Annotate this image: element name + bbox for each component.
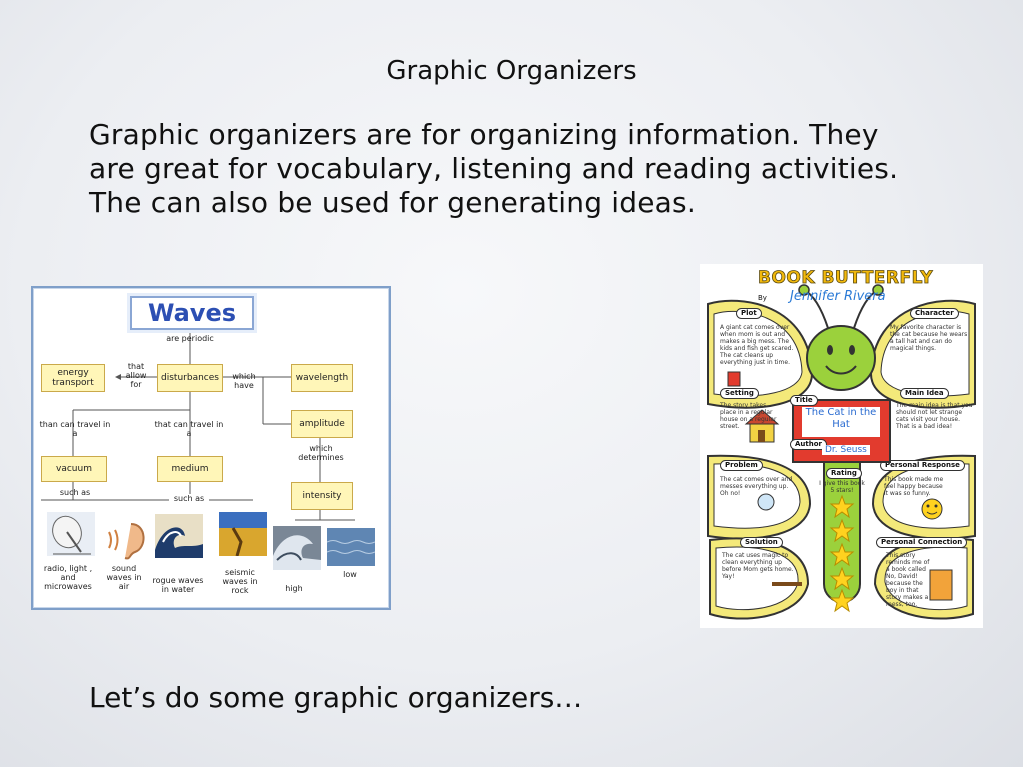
slide-title: Graphic Organizers bbox=[386, 56, 637, 86]
text-problem: The cat comes over and messes everything… bbox=[720, 476, 793, 497]
link-which-have: which have bbox=[232, 372, 256, 390]
book-author: Dr. Seuss bbox=[822, 445, 870, 455]
example-sound: sound waves in air bbox=[106, 564, 142, 591]
box-amplitude: amplitude bbox=[291, 410, 353, 438]
book-butterfly-image: BOOK BUTTERFLY By Jennifer Rivera Plot C… bbox=[700, 264, 983, 628]
label-plot: Plot bbox=[736, 308, 762, 319]
high-wave-thumbnail bbox=[273, 526, 321, 570]
link-which-determines: which determines bbox=[298, 444, 344, 462]
book-title: The Cat in the Hat bbox=[802, 407, 880, 437]
text-personal-connection: This story reminds me of a book called N… bbox=[886, 552, 930, 608]
text-setting: The story takes place in a regular house… bbox=[720, 402, 777, 430]
book-title-box: Title The Cat in the Hat Author Dr. Seus… bbox=[790, 395, 891, 463]
waves-concept-map-image: Waves are periodic energy transport dist… bbox=[31, 286, 391, 610]
box-medium: medium bbox=[157, 456, 223, 482]
slide-footer: Let’s do some graphic organizers… bbox=[89, 681, 583, 714]
link-that-allow-for: that allow for bbox=[125, 362, 147, 389]
text-main-idea: The main idea is that you should not let… bbox=[896, 402, 973, 430]
box-intensity: intensity bbox=[291, 482, 353, 510]
ear-thumbnail bbox=[103, 518, 151, 562]
label-problem: Problem bbox=[720, 460, 763, 471]
label-title: Title bbox=[790, 395, 818, 406]
example-low: low bbox=[343, 570, 357, 579]
text-rating: I give this book 5 stars! bbox=[819, 480, 865, 494]
label-main-idea: Main Idea bbox=[900, 388, 949, 399]
text-solution: The cat uses magic to clean everything u… bbox=[722, 552, 794, 580]
low-wave-thumbnail bbox=[327, 528, 375, 566]
label-character: Character bbox=[910, 308, 959, 319]
box-disturbances: disturbances bbox=[157, 364, 223, 392]
slide-body: Graphic organizers are for organizing in… bbox=[89, 118, 969, 220]
text-personal-response: This book made me feel happy because it … bbox=[884, 476, 944, 497]
seismic-fault-thumbnail bbox=[219, 512, 267, 556]
link-such-as-medium: such as bbox=[169, 494, 209, 503]
link-are-periodic: are periodic bbox=[166, 334, 214, 343]
box-vacuum: vacuum bbox=[41, 456, 107, 482]
link-that-can-travel: that can travel in a bbox=[154, 420, 224, 438]
student-name: Jennifer Rivera bbox=[790, 289, 886, 304]
example-high: high bbox=[285, 584, 303, 593]
butterfly-wings bbox=[707, 284, 976, 620]
label-solution: Solution bbox=[740, 537, 783, 548]
example-seismic: seismic waves in rock bbox=[222, 568, 258, 595]
link-such-as-vacuum: such as bbox=[59, 488, 91, 497]
label-rating: Rating bbox=[826, 468, 862, 479]
box-energy-transport: energy transport bbox=[41, 364, 105, 392]
waves-title: Waves bbox=[130, 296, 254, 330]
by-label: By bbox=[758, 294, 767, 302]
example-rogue: rogue waves in water bbox=[152, 576, 204, 594]
label-personal-connection: Personal Connection bbox=[876, 537, 968, 548]
example-radio: radio, light , and microwaves bbox=[43, 564, 93, 591]
text-plot: A giant cat comes over when mom is out a… bbox=[720, 324, 794, 366]
book-butterfly-heading: BOOK BUTTERFLY bbox=[758, 268, 934, 289]
body-line-3: The can also be used for generating idea… bbox=[89, 186, 696, 219]
satellite-dish-thumbnail bbox=[47, 512, 95, 556]
link-than-can-travel: than can travel in a bbox=[39, 420, 111, 438]
text-character: My favorite character is the cat because… bbox=[890, 324, 968, 352]
label-personal-response: Personal Response bbox=[880, 460, 965, 471]
box-wavelength: wavelength bbox=[291, 364, 353, 392]
body-line-1: Graphic organizers are for organizing in… bbox=[89, 118, 879, 151]
label-author: Author bbox=[790, 439, 827, 450]
body-line-2: are great for vocabulary, listening and … bbox=[89, 152, 899, 185]
great-wave-thumbnail bbox=[155, 514, 203, 558]
label-setting: Setting bbox=[720, 388, 759, 399]
